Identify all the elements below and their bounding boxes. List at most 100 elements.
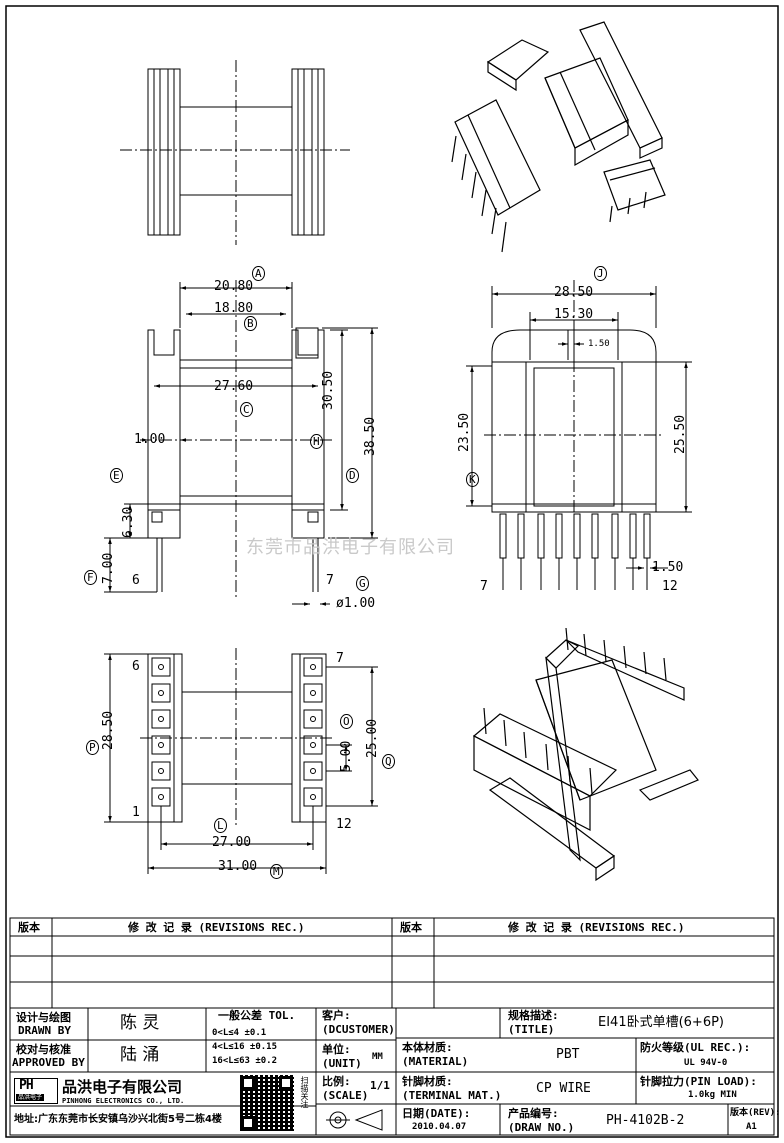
rev-rec-right: 修 改 记 录 (REVISIONS REC.)	[508, 921, 685, 934]
drawno-value: PH-4102B-2	[606, 1113, 685, 1128]
dim-q-value: 25.00	[365, 718, 380, 758]
bottom-pin-12: 12	[336, 817, 352, 832]
bottom-pin-7: 7	[336, 651, 344, 666]
company-address: 地址:广东东莞市长安镇乌沙兴北街5号二栋4楼	[14, 1114, 222, 1125]
tolerance-row-3: 16<L≤63 ±0.2	[212, 1056, 278, 1066]
dim-g-tag: G	[356, 576, 369, 591]
dim-p-value: 28.50	[101, 710, 116, 750]
date-label: 日期(DATE):	[402, 1107, 471, 1120]
side-view-top	[120, 60, 350, 245]
dim-c-value: 27.60	[214, 379, 254, 394]
dim-a-value: 20.80	[214, 279, 254, 294]
dim-e-tag: E	[110, 468, 123, 483]
dim-j-tag: J	[594, 266, 607, 281]
qr-finder-icon	[241, 1076, 255, 1090]
bottom-view	[104, 648, 378, 874]
dim-k-tag: K	[466, 472, 479, 487]
material-value: PBT	[556, 1047, 580, 1062]
customer-label-cn: 客户:	[322, 1009, 351, 1022]
dim-f-tag: F	[84, 570, 97, 585]
customer-label-en: (DCUSTOMER)	[322, 1023, 395, 1036]
dim-m-value: 31.00	[218, 859, 258, 874]
design-label-cn: 设计与绘图	[16, 1011, 71, 1024]
pin-label-6: 6	[132, 573, 140, 588]
dim-b-tag: B	[244, 316, 257, 331]
dim-h-tag: H	[310, 434, 323, 449]
rev-ver-left: 版本	[18, 921, 40, 934]
bottom-pin-6: 6	[132, 659, 140, 674]
drawno-label-en: (DRAW NO.)	[508, 1121, 575, 1134]
dim-l2-tag: L	[214, 818, 227, 833]
watermark: 东莞市品洪电子有限公司	[246, 537, 455, 558]
dim-j2-value: 15.30	[554, 307, 594, 322]
dim-d-tag: D	[346, 468, 359, 483]
dim-c-tag: C	[240, 402, 253, 417]
qr-finder-icon	[241, 1116, 255, 1130]
flame-label: 防火等级(UL REC.):	[640, 1041, 751, 1054]
tolerance-row-1: 0<L≤4 ±0.1	[212, 1028, 267, 1038]
approve-label-cn: 校对与核准	[16, 1043, 71, 1056]
dim-a-tag: A	[252, 266, 265, 281]
qr-finder-icon	[279, 1076, 293, 1090]
title-block-lines	[9, 917, 775, 1136]
unit-label-en: (UNIT)	[322, 1057, 362, 1070]
scale-value: 1/1	[370, 1079, 390, 1092]
company-name-cn: 品洪电子有限公司	[62, 1078, 183, 1096]
rev-ver-right: 版本	[400, 921, 422, 934]
dim-l2-value: 27.00	[212, 835, 252, 850]
company-name-en: PINHONG ELECTRONICS CO., LTD.	[62, 1097, 185, 1105]
dim-b-value: 18.80	[214, 301, 254, 316]
material-label-en: (MATERIAL)	[402, 1055, 469, 1068]
end-view-pins	[499, 513, 651, 590]
title-label-cn: 规格描述:	[508, 1009, 559, 1022]
design-label-en: DRAWN BY	[18, 1024, 71, 1037]
tolerance-row-2: 4<L≤16 ±0.15	[212, 1042, 278, 1052]
isometric-view-bottom	[472, 627, 699, 882]
dim-pitch-value: 1.50	[652, 560, 684, 575]
dim-h-value: 30.50	[321, 370, 336, 410]
dim-m-tag: M	[270, 864, 283, 879]
dim-o-tag: O	[340, 714, 353, 729]
approve-label-en: APPROVED BY	[12, 1056, 85, 1069]
approver-name: 陆 涌	[120, 1045, 160, 1065]
unit-value: MM	[372, 1052, 383, 1062]
material-label-cn: 本体材质:	[402, 1041, 453, 1054]
terminal-label-cn: 针脚材质:	[402, 1075, 453, 1088]
title-label-en: (TITLE)	[508, 1023, 555, 1036]
dim-k-value: 23.50	[457, 412, 472, 452]
end-pin-label-7: 7	[480, 579, 488, 594]
logo-text: PH	[19, 1078, 34, 1093]
pin-label-7: 7	[326, 573, 334, 588]
flame-value: UL 94V-0	[684, 1058, 728, 1068]
logo-subtext: 品洪电子	[16, 1094, 45, 1101]
dim-r-value: 25.50	[673, 414, 688, 454]
dim-p-tag: P	[86, 740, 99, 755]
dim-d-value: 38.50	[363, 416, 378, 456]
terminal-value: CP WIRE	[536, 1081, 591, 1096]
end-pin-label-12: 12	[662, 579, 678, 594]
end-view	[466, 280, 692, 590]
drawno-label-cn: 产品编号:	[508, 1107, 559, 1120]
dim-q-tag: Q	[382, 754, 395, 769]
terminal-label-en: (TERMINAL MAT.)	[402, 1089, 502, 1102]
dim-g-value: ø1.00	[336, 596, 376, 611]
rev-value: A1	[746, 1122, 757, 1132]
isometric-view-top	[451, 21, 666, 253]
dim-f-value: 7.00	[101, 552, 116, 584]
dim-wall-value: 1.00	[134, 432, 166, 447]
title-value: EI41卧式单槽(6+6P)	[598, 1015, 725, 1030]
dim-j-value: 28.50	[554, 285, 594, 300]
unit-label-cn: 单位:	[322, 1043, 351, 1056]
pinload-value: 1.0kg MIN	[688, 1090, 737, 1100]
scale-label-cn: 比例:	[322, 1075, 351, 1088]
dim-l-value: 1.50	[588, 339, 610, 349]
rev-label: 版本(REV):	[730, 1108, 781, 1118]
sheet-border	[5, 5, 779, 1138]
rev-rec-left: 修 改 记 录 (REVISIONS REC.)	[128, 921, 305, 934]
dim-e-value: 6.30	[121, 506, 136, 538]
dim-o-value: 5.00	[339, 740, 354, 772]
scale-label-en: (SCALE)	[322, 1089, 369, 1102]
bottom-pin-1: 1	[132, 805, 140, 820]
qr-side-text: 扫描关注	[300, 1076, 309, 1108]
